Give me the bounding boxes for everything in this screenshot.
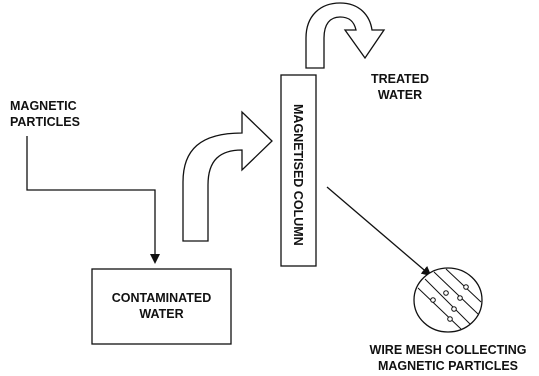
wire-mesh-label: WIRE MESH COLLECTING MAGNETIC PARTICLES [358,342,538,374]
contaminated-water-box [91,268,232,345]
treated-water-curved-arrow [305,2,386,69]
treated-water-label: TREATED WATER [355,71,445,103]
wire-mesh-line-2: MAGNETIC PARTICLES [377,359,519,373]
contaminated-water-line-1: CONTAMINATED [111,291,212,305]
wire-mesh-line-1: WIRE MESH COLLECTING [369,343,527,357]
magnetic-particles-line-2: PARTICLES [10,115,80,129]
magnetic-particles-feed-line [26,136,160,264]
magnetic-particles-label: MAGNETIC PARTICLES [10,98,80,130]
wire-mesh-icon [413,267,483,333]
treated-water-line-2: WATER [377,88,423,102]
column-to-mesh-arrow [326,186,432,277]
magnetic-particles-line-1: MAGNETIC [10,99,77,113]
magnetised-column-label: MAGNETISED COLUMN [291,104,305,246]
treated-water-line-1: TREATED [370,72,430,86]
contaminated-water-line-2: WATER [139,307,184,321]
contaminated-water-label: CONTAMINATED WATER [92,290,231,322]
magnetised-column [280,74,317,267]
transfer-curved-arrow [182,110,273,242]
